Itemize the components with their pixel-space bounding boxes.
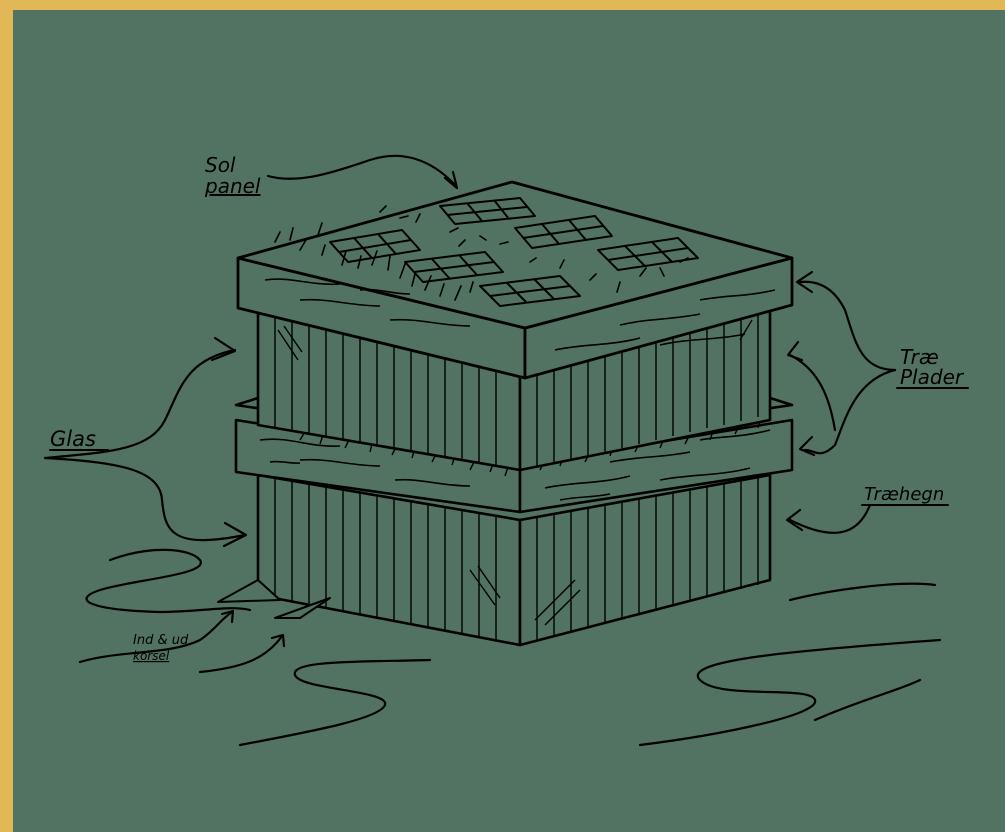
label-ind-ud-line2: korsel [133,649,170,663]
label-glas: Glas [50,427,96,451]
label-ind-ud-line1: Ind & ud [133,633,189,648]
label-sol-panel-line2: panel [204,174,261,198]
label-traehegn: Træhegn [864,484,944,505]
label-trae-plader-line2: Plader [900,365,965,389]
